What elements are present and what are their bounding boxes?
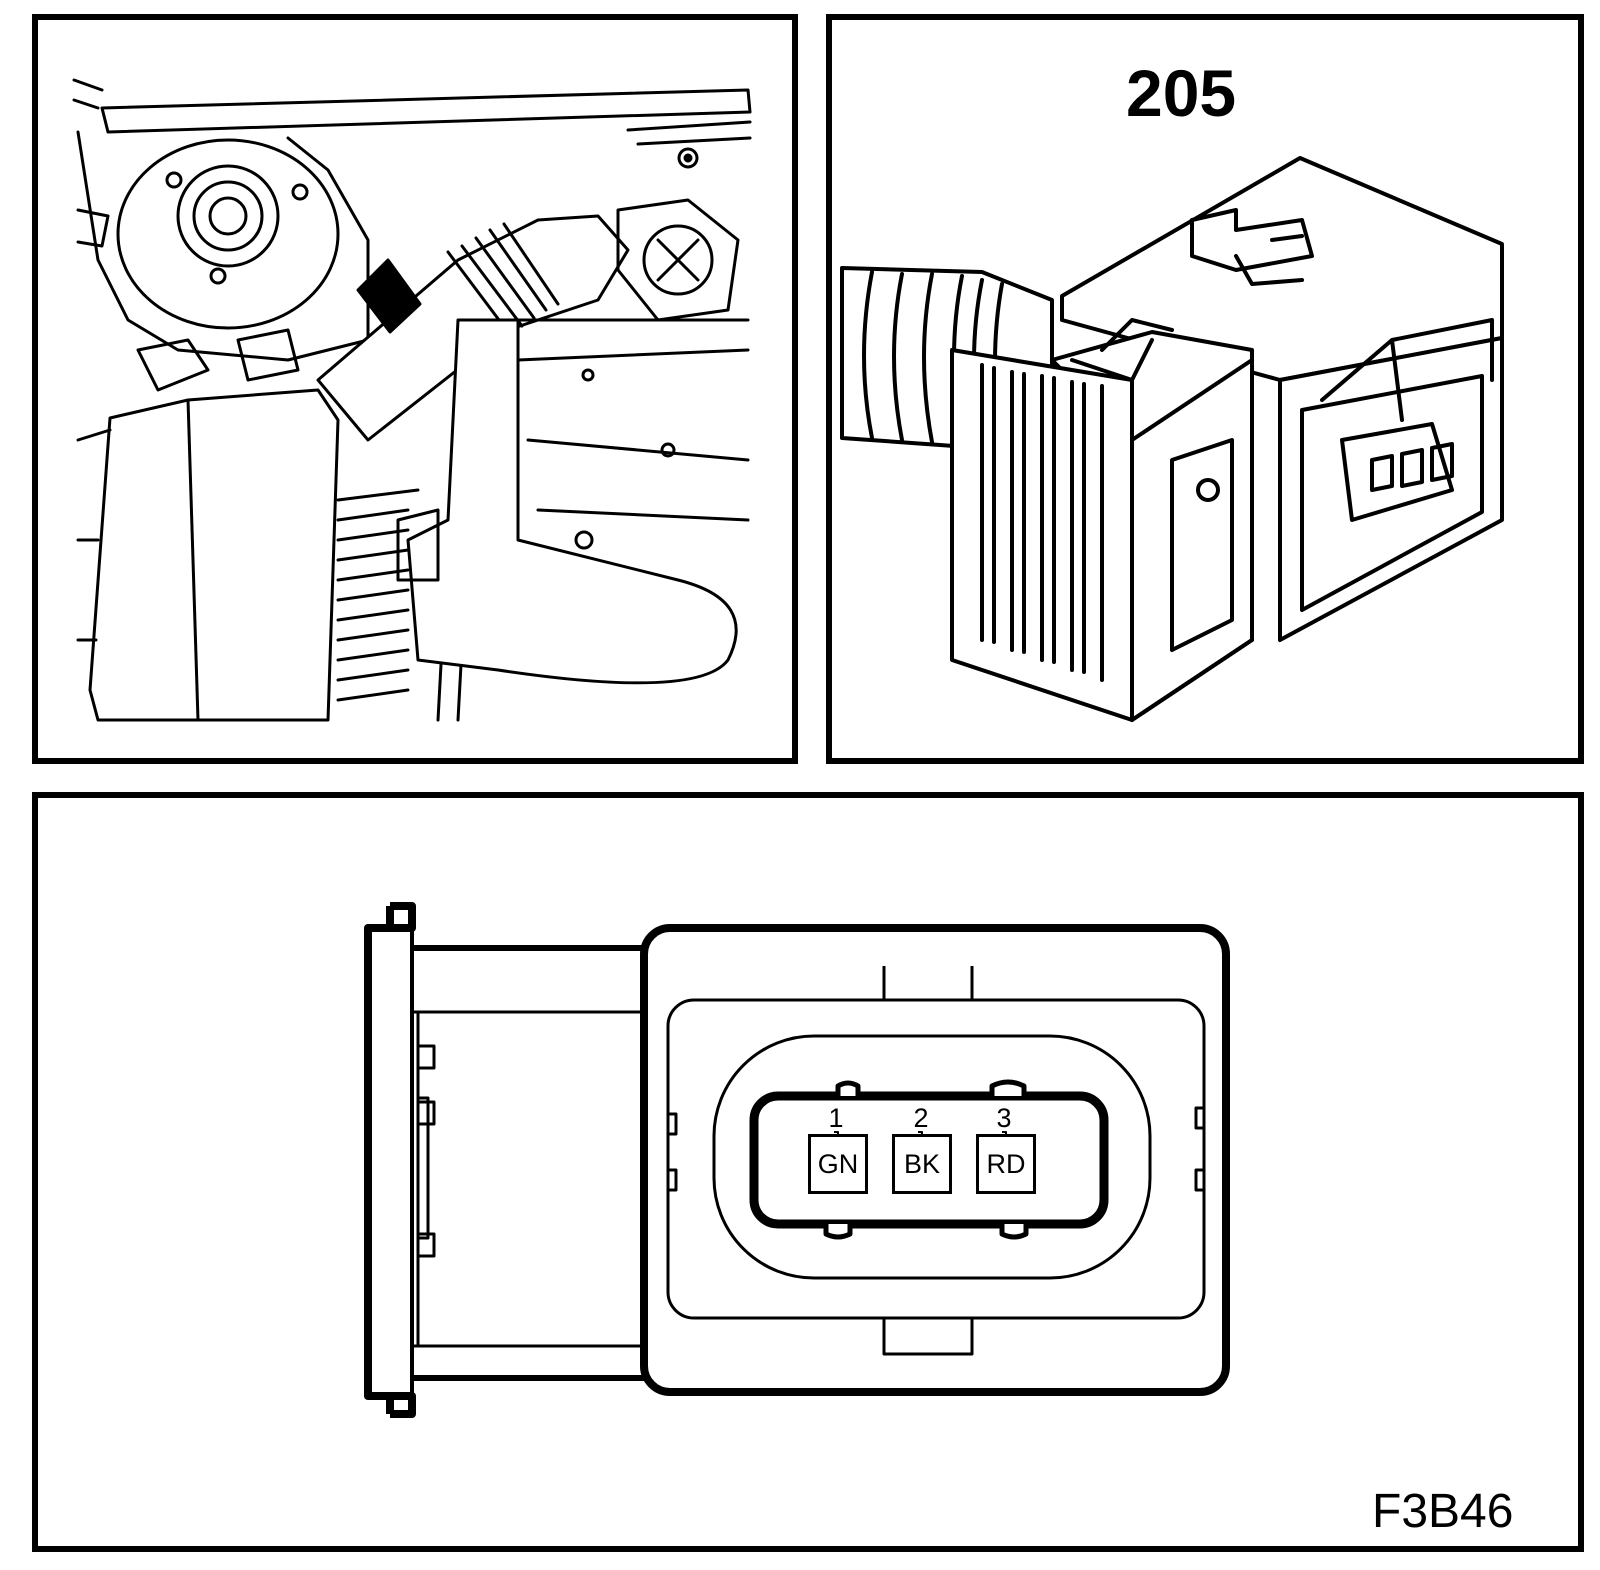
connector-isometric-illustration (840, 156, 1504, 722)
pin-2-number: 2 (913, 1103, 929, 1133)
pin-2-wire-color: BK (892, 1134, 952, 1194)
pin-1-number: 1 (828, 1103, 844, 1133)
pin-1-wire-color: GN (808, 1134, 868, 1194)
connector-number: 205 (1126, 56, 1237, 130)
pin-3-number: 3 (996, 1103, 1012, 1133)
connector-isometric-panel: 205 (826, 14, 1584, 764)
pin-3-wire-color: RD (976, 1134, 1036, 1194)
engine-bay-location-panel (32, 14, 798, 764)
connector-face-panel: 1 2 3 GN BK RD F3B46 (32, 792, 1584, 1552)
figure-id: F3B46 (1372, 1485, 1514, 1538)
engine-bay-illustration (72, 78, 752, 722)
